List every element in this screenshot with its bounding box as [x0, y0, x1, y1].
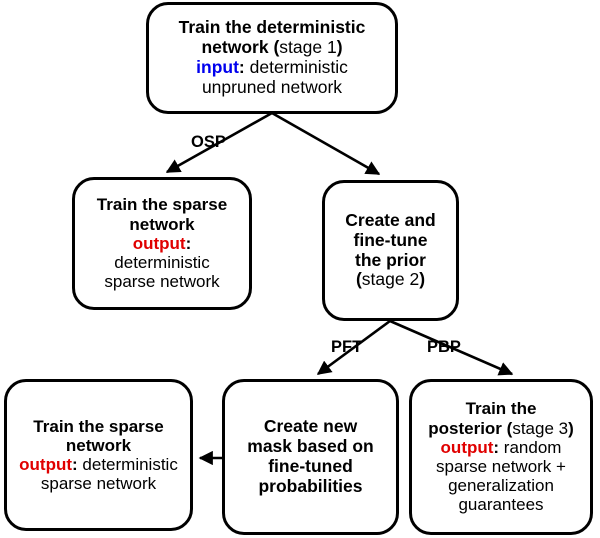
node-text-segment: )	[568, 418, 574, 438]
node-text-line: fine-tuned	[229, 456, 392, 477]
node-text-segment: Train the	[465, 399, 537, 419]
node-text-segment: output	[440, 437, 494, 457]
node-text-line: Create new	[229, 417, 392, 437]
node-text-segment: )	[336, 37, 343, 58]
node-text-segment: the prior	[355, 249, 426, 270]
node-text-segment: posterior	[428, 418, 507, 438]
node-text-segment: deterministic	[244, 57, 348, 77]
node-text-line: output: random	[416, 438, 586, 457]
node-text-line: mask based on	[229, 436, 392, 457]
node-text-segment: :	[493, 437, 500, 457]
node-text-segment: mask based on	[247, 436, 374, 457]
node-text-line: network	[79, 215, 245, 234]
node-text-segment: Create new	[263, 416, 358, 437]
node-text-segment: Train the deterministic	[178, 17, 366, 38]
node-text-line: generalization	[416, 476, 586, 495]
node-text-segment: sparse network	[40, 474, 157, 494]
node-text-line: output: deterministic	[11, 455, 186, 474]
node-text-line: (stage 2)	[329, 269, 452, 290]
node-text-segment: Train the sparse	[96, 195, 228, 215]
node-text-line: posterior (stage 3)	[416, 419, 586, 438]
edge-label-osp: OSP	[191, 133, 226, 151]
node-text-line: probabilities	[229, 475, 392, 497]
node-text-segment: Train the sparse	[33, 416, 164, 436]
node-text-segment: (	[273, 37, 280, 58]
node-text-line: deterministic	[79, 253, 245, 272]
node-text-segment: stage 3	[512, 418, 569, 438]
node-text-segment: generalization	[448, 476, 554, 496]
node-text-segment: deterministic	[77, 455, 178, 474]
node-text-segment: probabilities	[258, 475, 363, 496]
node-text-line: Train the	[416, 399, 586, 418]
node-text-segment: network	[65, 435, 132, 455]
node-text-segment: fine-tune	[353, 229, 428, 250]
edge-label-pft: PFT	[331, 338, 363, 356]
node-text-segment: :	[238, 57, 245, 77]
node-text-segment: output	[132, 233, 186, 253]
node-text-segment: network	[129, 214, 195, 234]
node-text-line: sparse network	[11, 474, 186, 493]
node-text-segment: stage 1	[279, 37, 337, 58]
node-text-segment: random	[499, 437, 562, 457]
edge-to-prior	[271, 111, 381, 176]
node-text-line: Create and	[329, 209, 452, 231]
node-text-segment: sparse network +	[436, 457, 566, 476]
node-text-segment: :	[72, 455, 78, 474]
node-text-segment: sparse network	[104, 272, 220, 292]
node-text-segment: fine-tuned	[268, 456, 353, 476]
node-text-segment: (	[355, 269, 362, 290]
node-text-segment: stage 2	[361, 269, 420, 290]
node-text-line: guarantees	[416, 495, 586, 514]
node-text-segment: deterministic	[114, 253, 210, 273]
edge-label-pbp: PBP	[427, 338, 461, 356]
node-text-segment: Create and	[345, 209, 436, 230]
node-text-line: unpruned network	[153, 76, 391, 98]
node-text-line: Train the sparse	[11, 417, 186, 436]
node-text-segment: (	[506, 418, 513, 438]
node-text-line: sparse network	[79, 272, 245, 291]
node-text-line: fine-tune	[329, 229, 452, 251]
node-text-line: output:	[79, 234, 245, 253]
node-text-segment: guarantees	[458, 495, 544, 515]
node-text-line: the prior	[329, 249, 452, 271]
node-text-line: Train the sparse	[79, 195, 245, 214]
node-text-line: sparse network +	[416, 457, 586, 476]
node-text-segment: output	[19, 455, 73, 474]
node-text-line: network (stage 1)	[153, 37, 391, 58]
node-text-segment: )	[419, 269, 426, 290]
node-text-segment: unpruned network	[201, 76, 343, 97]
node-text-segment: input	[196, 57, 239, 77]
node-text-line: Train the deterministic	[153, 18, 391, 38]
node-text-line: input: deterministic	[153, 57, 391, 78]
node-text-segment: :	[185, 233, 192, 253]
node-text-segment: network	[201, 37, 274, 58]
node-text-line: network	[11, 436, 186, 455]
